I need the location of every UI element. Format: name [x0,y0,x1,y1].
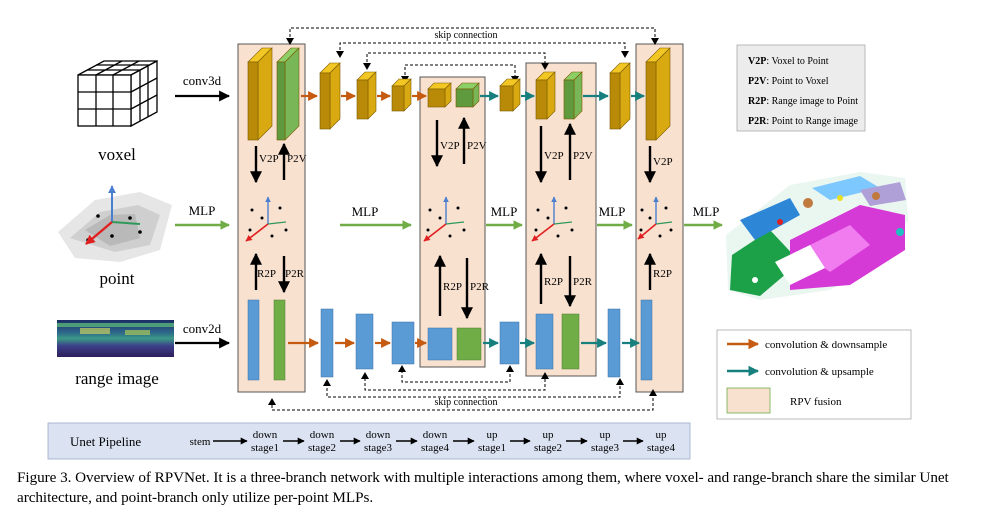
point-branch-glyphs [245,196,673,242]
pipeline-stage-top-5: up [487,429,499,441]
pipeline-stage-top-3: down [366,429,391,441]
pipeline-stage-bottom-7: stage3 [591,442,620,454]
unet-pipeline-title: Unet Pipeline [70,434,141,449]
voxel-label: voxel [98,145,136,164]
pipeline-stage-bottom-6: stage2 [534,442,562,454]
abbr-v2p: V2P: Voxel to Point [748,56,829,67]
pipeline-stage-bottom-5: stage1 [478,442,506,454]
pipeline-stage-bottom-3: stage3 [364,442,393,454]
skip-connection-label-top: skip connection [434,30,497,41]
abbr-p2r-key: P2R [748,116,767,127]
pipeline-stage-bottom-2: stage2 [308,442,336,454]
legend-fusion-label: RPV fusion [790,396,842,408]
abbreviation-list: V2P: Voxel to Point P2V: Point to Voxel … [748,56,859,127]
pipeline-stage-bottom-0: stem [190,436,211,448]
r2p-label-up4: R2P [653,268,672,280]
conv2d-label: conv2d [183,321,222,336]
voxel-cube-icon [77,59,158,128]
mlp-label-1: MLP [352,204,379,219]
skip-connection-label-bottom: skip connection [434,397,497,408]
p2r-label-stem: P2R [285,268,305,280]
range-image-label: range image [75,369,159,388]
pipeline-stage-bottom-1: stage1 [251,442,279,454]
abbr-p2r: P2R: Point to Range image [748,116,859,127]
v2p-label-up4: V2P [653,156,673,168]
r2p-label-stage4: R2P [443,281,462,293]
mlp-label-2: MLP [491,204,518,219]
segmented-point-cloud-output [726,172,908,300]
p2v-label-stage4: P2V [467,140,487,152]
skip-arrowheads-bottom [268,365,657,405]
pipeline-stage-top-6: up [543,429,555,441]
p2r-label-up2: P2R [573,276,593,288]
p2v-label-stem: P2V [287,153,307,165]
voxel-branch-blocks [247,47,671,141]
figure-caption: Figure 3. Overview of RPVNet. It is a th… [17,469,949,506]
pipeline-stage-top-1: down [253,429,278,441]
fusion-box-stage4 [419,76,486,368]
interaction-arrows [250,116,656,320]
abbr-v2p-key: V2P [748,56,766,67]
mlp-label-3: MLP [599,204,626,219]
unet-pipeline-stages: stemdownstage1downstage2downstage3downst… [190,429,676,454]
p2v-label-up2: P2V [573,150,593,162]
legend-upsample-label: convolution & upsample [765,366,874,378]
mlp-label-4: MLP [693,204,720,219]
abbr-r2p-key: R2P [748,96,766,107]
abbr-p2v: P2V: Point to Voxel [748,76,829,87]
v2p-label-up2: V2P [544,150,564,162]
abbreviation-box [736,44,866,132]
conv3d-label: conv3d [183,73,222,88]
abbr-r2p: R2P: Range image to Point [748,96,858,107]
skip-connections-top [289,27,656,80]
v2p-label-stage4: V2P [440,140,460,152]
pipeline-stage-bottom-4: stage4 [421,442,450,454]
range-branch-blocks [247,299,653,381]
abbr-r2p-desc: : Range image to Point [766,96,858,107]
r2p-label-up2: R2P [544,276,563,288]
pipeline-stage-top-2: down [310,429,335,441]
abbr-v2p-desc: : Voxel to Point [766,56,828,67]
pipeline-stage-top-7: up [600,429,612,441]
range-image-input [57,320,174,357]
pipeline-stage-bottom-8: stage4 [647,442,676,454]
pipeline-stage-top-4: down [423,429,448,441]
legend-fusion-swatch [726,387,771,414]
p2r-label-stage4: P2R [470,281,490,293]
v2p-label-stem: V2P [259,153,279,165]
r2p-label-stem: R2P [257,268,276,280]
skip-connections-bottom [271,370,654,411]
skip-arrowheads-top [286,38,659,83]
abbr-p2v-key: P2V [748,76,767,87]
point-cloud-input-image [58,185,172,262]
pipeline-stage-top-8: up [656,429,668,441]
abbr-p2v-desc: : Point to Voxel [766,76,828,87]
mlp-input-label: MLP [189,203,216,218]
legend-downsample-label: convolution & downsample [765,339,887,351]
interaction-labels: V2P P2V R2P P2R V2P P2V R2P P2R V2P P2V … [257,140,673,293]
point-label: point [100,269,135,288]
abbr-p2r-desc: : Point to Range image [766,116,858,127]
